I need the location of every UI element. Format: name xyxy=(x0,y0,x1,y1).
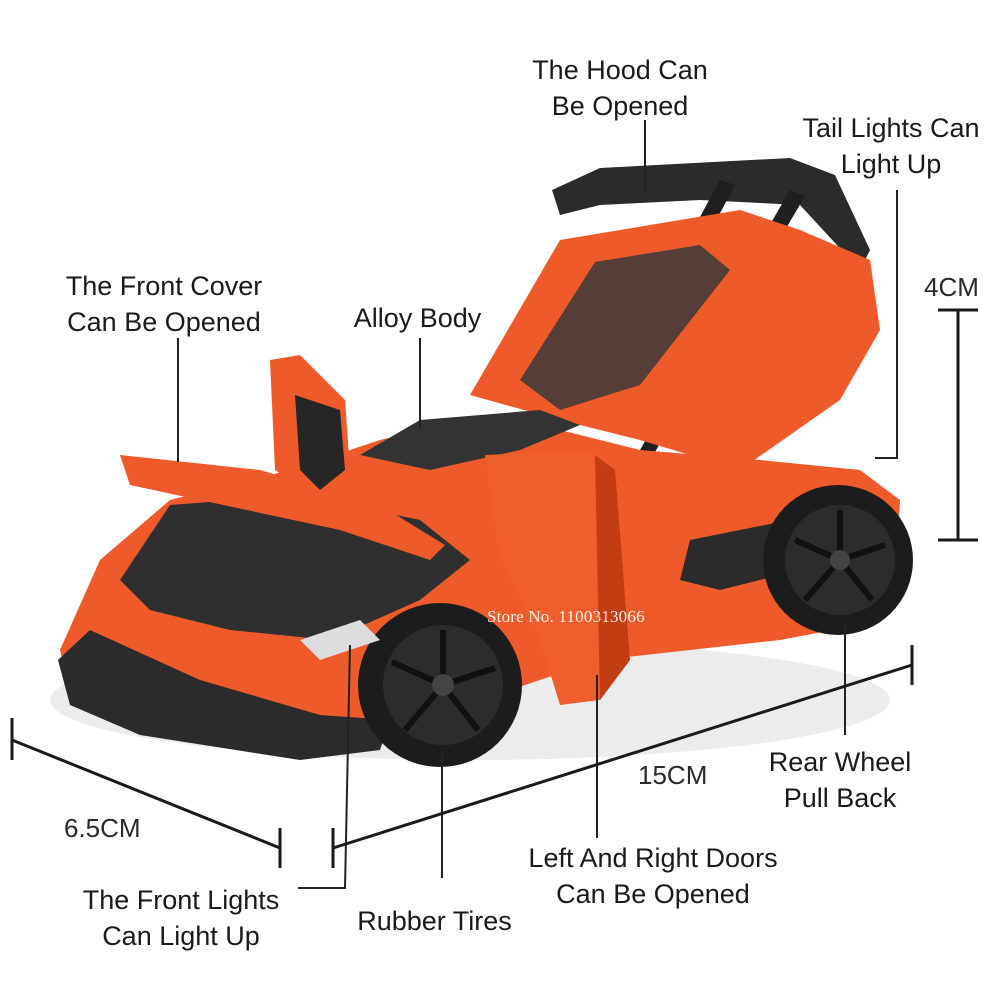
store-watermark: Store No. 1100313066 xyxy=(487,607,645,626)
callout-hood-line2: Be Opened xyxy=(551,91,689,121)
callout-hood-line1: The Hood Can xyxy=(532,55,708,85)
callout-front-lights: The Front Lights Can Light Up xyxy=(66,882,296,954)
side-door xyxy=(485,450,630,705)
left-door-glass xyxy=(295,395,345,490)
callout-front-cover-line2: Can Be Opened xyxy=(67,307,261,337)
front-cover xyxy=(120,455,445,560)
front-splitter xyxy=(58,630,390,760)
callout-rubber-tires: Rubber Tires xyxy=(342,903,527,939)
callout-doors-line1: Left And Right Doors xyxy=(528,843,778,873)
callout-tail-lights: Tail Lights Can Light Up xyxy=(788,110,994,182)
rear-wing xyxy=(552,158,870,270)
roof-stripe xyxy=(360,410,580,470)
callout-front-cover: The Front Cover Can Be Opened xyxy=(48,268,280,340)
callout-front-cover-line1: The Front Cover xyxy=(65,271,263,301)
callout-tail-lights-line2: Light Up xyxy=(840,149,942,179)
dimension-width: 6.5CM xyxy=(64,813,141,843)
dimension-height: 4CM xyxy=(924,272,979,302)
callout-tail-lights-line1: Tail Lights Can xyxy=(802,113,980,143)
headlight xyxy=(300,620,380,660)
callout-alloy-body-text: Alloy Body xyxy=(353,303,482,333)
callout-alloy-body: Alloy Body xyxy=(340,300,495,336)
callout-rubber-tires-text: Rubber Tires xyxy=(357,906,512,936)
callout-front-lights-line1: The Front Lights xyxy=(82,885,280,915)
dimension-length: 15CM xyxy=(638,760,708,790)
side-door-shade xyxy=(595,455,630,700)
callout-front-lights-line2: Can Light Up xyxy=(102,921,260,951)
callout-rear-wheel: Rear Wheel Pull Back xyxy=(752,744,928,816)
callout-hood: The Hood Can Be Opened xyxy=(520,52,720,124)
callout-doors: Left And Right Doors Can Be Opened xyxy=(508,840,798,912)
callout-rear-wheel-line2: Pull Back xyxy=(783,783,897,813)
callout-rear-wheel-line1: Rear Wheel xyxy=(768,747,912,777)
upper-door-glass xyxy=(520,245,730,410)
callout-doors-line2: Can Be Opened xyxy=(556,879,750,909)
